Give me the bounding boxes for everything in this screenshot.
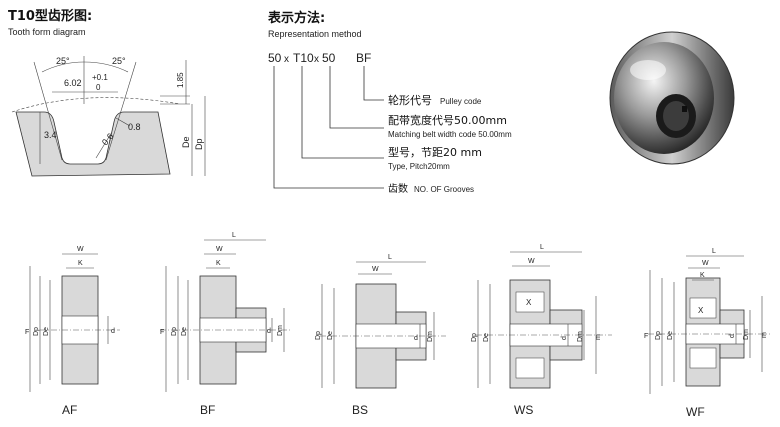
ws-dm-label: Dm xyxy=(577,331,584,342)
leader-type xyxy=(301,66,384,159)
bs-code: BS xyxy=(352,403,368,417)
ws-w-label: W xyxy=(528,258,535,265)
code-x1: x xyxy=(284,54,289,65)
depth-top-label: 1.85 xyxy=(176,72,185,88)
bf-bore xyxy=(199,317,267,343)
grooves-en: NO. OF Grooves xyxy=(414,185,474,194)
tooth-form-title: T10型齿形图: xyxy=(8,8,92,24)
representation-method: 表示方法: Representation method 50 x T10 x 5… xyxy=(267,10,512,195)
angle-guide-right xyxy=(105,61,137,161)
wf-f-label: F xyxy=(644,333,648,340)
de-label: De xyxy=(181,136,191,148)
ws-l-label: L xyxy=(540,244,544,251)
tolerance-zero: 0 xyxy=(96,83,101,92)
wf-w-label: W xyxy=(702,260,709,267)
type-bs-drawing: Dp De d Dm L W BS xyxy=(315,254,446,417)
ws-code: WS xyxy=(514,403,533,417)
type-ws-drawing: Dp De X d Dm m L W WS xyxy=(471,244,612,417)
bs-dp-label: Dp xyxy=(315,331,322,340)
wf-d-label: d xyxy=(729,334,736,338)
bf-code: BF xyxy=(200,403,215,417)
tooth-form-subtitle: Tooth form diagram xyxy=(8,27,86,37)
tooth-form-diagram: T10型齿形图: Tooth form diagram 25° 25° 6.02… xyxy=(8,8,206,177)
bf-f-label: F xyxy=(160,329,164,336)
bf-de-label: De xyxy=(181,327,188,336)
af-w-label: W xyxy=(77,246,84,253)
dp-label: Dp xyxy=(194,138,204,150)
af-dp-label: Dp xyxy=(33,327,40,336)
bf-k-label: K xyxy=(216,260,221,267)
width-label: 6.02 xyxy=(64,78,82,88)
tooth-height-label: 3.4 xyxy=(44,130,57,140)
type-en: Type, Pitch20mm xyxy=(388,162,450,171)
leader-pulley-code xyxy=(363,66,384,101)
code-groove: 50 xyxy=(268,51,282,65)
code-form: BF xyxy=(356,51,371,65)
grooves-cn: 齿数 xyxy=(388,182,408,195)
af-d-label: d xyxy=(111,328,115,335)
type-wf-drawing: F Dp De X d Dm m L W K WF xyxy=(644,248,770,419)
bs-d-label: d xyxy=(414,335,418,342)
af-code: AF xyxy=(62,403,77,417)
wf-dp-label: Dp xyxy=(655,331,662,340)
type-cn: 型号，节距20 mm xyxy=(388,145,482,159)
wf-m-label: m xyxy=(761,332,768,338)
code-width: 50 xyxy=(322,51,336,65)
tolerance-plus: +0.1 xyxy=(92,73,108,82)
belt-width-en: Matching belt width code 50.00mm xyxy=(388,130,512,139)
wf-web-upper xyxy=(689,297,717,319)
type-af-drawing: F Dp De d W K AF xyxy=(25,246,120,417)
belt-width-cn: 配带宽度代号50.00mm xyxy=(388,113,507,127)
wf-code: WF xyxy=(686,405,705,419)
leader-belt-width xyxy=(329,66,384,129)
bf-w-label: W xyxy=(216,246,223,253)
representation-title: 表示方法: xyxy=(267,10,325,26)
pulley-code-en: Pulley code xyxy=(440,97,482,106)
af-de-label: De xyxy=(43,327,50,336)
wf-l-label: L xyxy=(712,248,716,255)
bf-d-label: d xyxy=(267,328,271,335)
angle-left-label: 25° xyxy=(56,56,70,66)
root-radius-leader xyxy=(95,131,113,159)
ws-x-label: X xyxy=(526,298,532,307)
angle-right-label: 25° xyxy=(112,56,126,66)
bs-l-label: L xyxy=(388,254,392,261)
pulley-photo-icon xyxy=(609,31,735,165)
ws-d-label: d xyxy=(561,336,568,340)
bs-de-label: De xyxy=(327,331,334,340)
bf-l-label: L xyxy=(232,232,236,239)
wf-dm-label: Dm xyxy=(743,329,750,340)
ws-dp-label: Dp xyxy=(471,333,478,342)
wf-k-label: K xyxy=(700,272,705,279)
bf-dm-label: Dm xyxy=(277,325,284,336)
ws-de-label: De xyxy=(483,333,490,342)
type-bf-drawing: F Dp De d Dm L W K BF xyxy=(160,232,290,417)
code-type: T10 xyxy=(293,51,314,65)
ws-web-upper xyxy=(515,291,545,313)
bs-dm-label: Dm xyxy=(427,331,434,342)
tip-radius-label: 0.8 xyxy=(128,122,141,132)
leader-grooves xyxy=(273,66,384,189)
angle-guide-left xyxy=(33,61,63,161)
angle-arc-right xyxy=(83,61,129,73)
representation-subtitle: Representation method xyxy=(268,29,362,39)
wf-de-label: De xyxy=(667,331,674,340)
bs-w-label: W xyxy=(372,266,379,273)
wf-x-label: X xyxy=(698,306,704,315)
tooth-rim-body xyxy=(15,111,171,177)
angle-arc-left xyxy=(41,61,85,73)
pulley-code-cn: 轮形代号 xyxy=(388,93,432,107)
code-x2: x xyxy=(314,54,319,65)
bf-dp-label: Dp xyxy=(171,327,178,336)
wf-web-lower xyxy=(689,347,717,369)
ws-m-label: m xyxy=(595,334,602,340)
af-f-label: F xyxy=(25,329,29,336)
af-k-label: K xyxy=(78,260,83,267)
pitch-line xyxy=(11,97,181,113)
ws-web-lower xyxy=(515,357,545,379)
tip-radius-leader xyxy=(115,117,131,127)
